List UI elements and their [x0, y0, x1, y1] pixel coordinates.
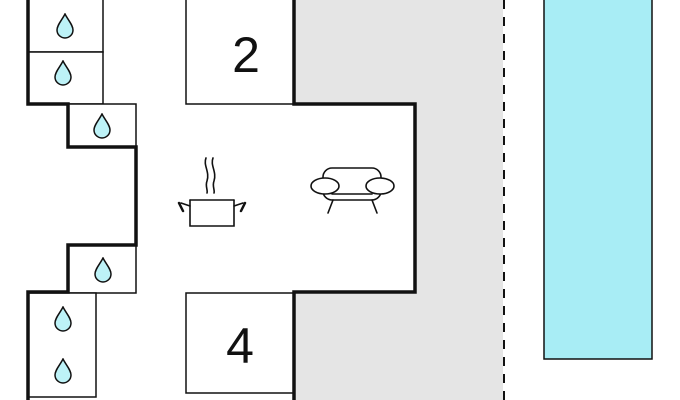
swimming-pool	[543, 0, 653, 360]
sofa-icon	[310, 167, 395, 214]
cooking-pot-icon	[177, 157, 247, 227]
exterior-wall-main	[292, 0, 417, 400]
room-label-4: 4	[226, 318, 254, 374]
room-label-2: 2	[232, 27, 260, 83]
exterior-wall-left	[26, 0, 138, 400]
bedroom-2	[185, 0, 295, 105]
